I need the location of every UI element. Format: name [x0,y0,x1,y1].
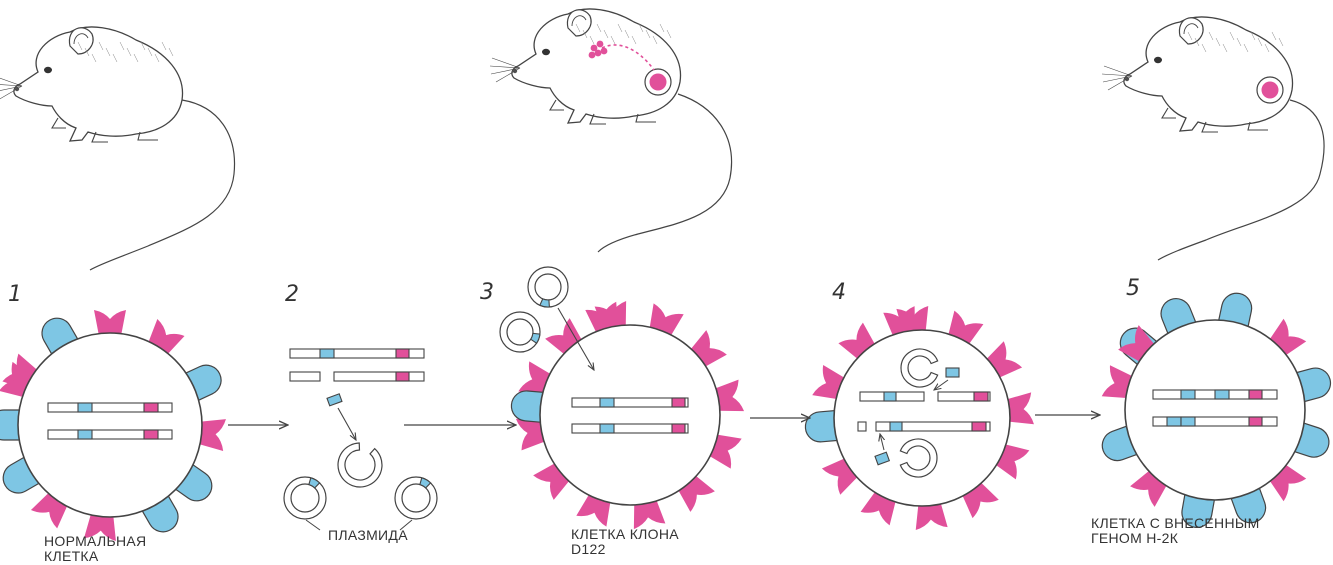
cell-membrane [1125,320,1305,500]
metastasis-nodule [601,48,608,55]
h2d-gene-segment [672,424,685,433]
h2k-gene-segment [1181,390,1195,399]
step-number-5: 5 [1126,276,1140,301]
h2k-gene-segment [1167,417,1181,426]
h2k-gene-segment [600,398,614,407]
pink-receptor [94,310,126,336]
h2k-gene-segment [890,422,902,431]
h2d-gene-segment [144,403,158,412]
h2d-gene-segment [1249,390,1262,399]
metastatic-mouse-illustration [490,9,732,252]
normal-cell [0,310,226,541]
h2k-gene-segment [884,392,896,401]
mouse-eye [1154,57,1162,63]
mouse-eye [542,49,550,55]
plasmid-ring [504,316,537,349]
h2k-gene-segment [600,424,614,433]
label-clone-cell-line-2: D122 [571,542,679,557]
step-number-3: 3 [480,280,494,305]
non-metastatic-mouse-illustration [1102,17,1324,260]
chromosome-fragment [290,372,320,381]
h2k-gene-segment [1215,390,1229,399]
clone-d122-cell [500,267,744,529]
h2k-gene-segment [78,430,92,439]
plasmid-construction [284,349,437,530]
chromosome [334,372,424,381]
healthy-mouse-illustration [0,27,235,270]
step-number-2: 2 [285,282,299,307]
label-normal-cell: НОРМАЛЬНАЯ КЛЕТКА [44,534,146,564]
h2k-gene-fragment [327,394,342,406]
mouse-drawing [0,27,235,270]
metastasis-nodule [589,52,596,59]
mouse-eye [44,67,52,73]
mouse-body [14,27,183,141]
cell-membrane [540,325,720,505]
metastasis-nodule [597,41,604,48]
h2k-gene-segment [320,349,334,358]
step-number-1: 1 [8,282,22,307]
label-clone-cell: КЛЕТКА КЛОНА D122 [571,527,679,557]
h2d-gene-segment [396,349,409,358]
h2d-gene-segment [972,422,986,431]
h2k-gene-segment [78,403,92,412]
open-plasmid [338,443,382,487]
label-normal-cell-line-1: НОРМАЛЬНАЯ [44,534,146,549]
primary-tumor [650,74,667,91]
mouse-body [1124,17,1293,131]
label-leader [306,520,320,530]
h2k-gene-fragment [946,368,959,377]
h2d-gene-segment [396,372,409,381]
label-gene-cell: КЛЕТКА С ВНЕСЕННЫМ ГЕНОМ Н-2К [1091,516,1260,546]
label-gene-cell-line-2: ГЕНОМ Н-2К [1091,531,1260,546]
h2d-gene-segment [144,430,158,439]
label-plasmid-line-1: ПЛАЗМИДА [328,528,408,543]
mouse-drawing [1102,17,1324,260]
h2k-gene-cell [1102,293,1331,527]
label-plasmid: ПЛАЗМИДА [328,528,408,543]
label-clone-cell-line-1: КЛЕТКА КЛОНА [571,527,679,542]
insert-arrow [338,408,356,440]
chromosome [572,398,688,407]
h2d-gene-segment [974,392,988,401]
chromosome-fragment [858,422,866,431]
cell-membrane [18,333,202,517]
h2k-gene-segment [1181,417,1195,426]
mouse-body [512,9,681,123]
step-number-4: 4 [832,280,846,305]
plasmid-ring [532,271,565,304]
label-normal-cell-line-2: КЛЕТКА [44,549,146,564]
label-gene-cell-line-1: КЛЕТКА С ВНЕСЕННЫМ [1091,516,1260,531]
transfected-cell-process [805,306,1034,530]
metastasis-nodule [595,50,602,57]
mouse-drawing [490,9,732,252]
h2d-gene-segment [672,398,685,407]
chromosome [572,424,688,433]
h2d-gene-segment [1249,417,1262,426]
primary-tumor [1262,82,1279,99]
